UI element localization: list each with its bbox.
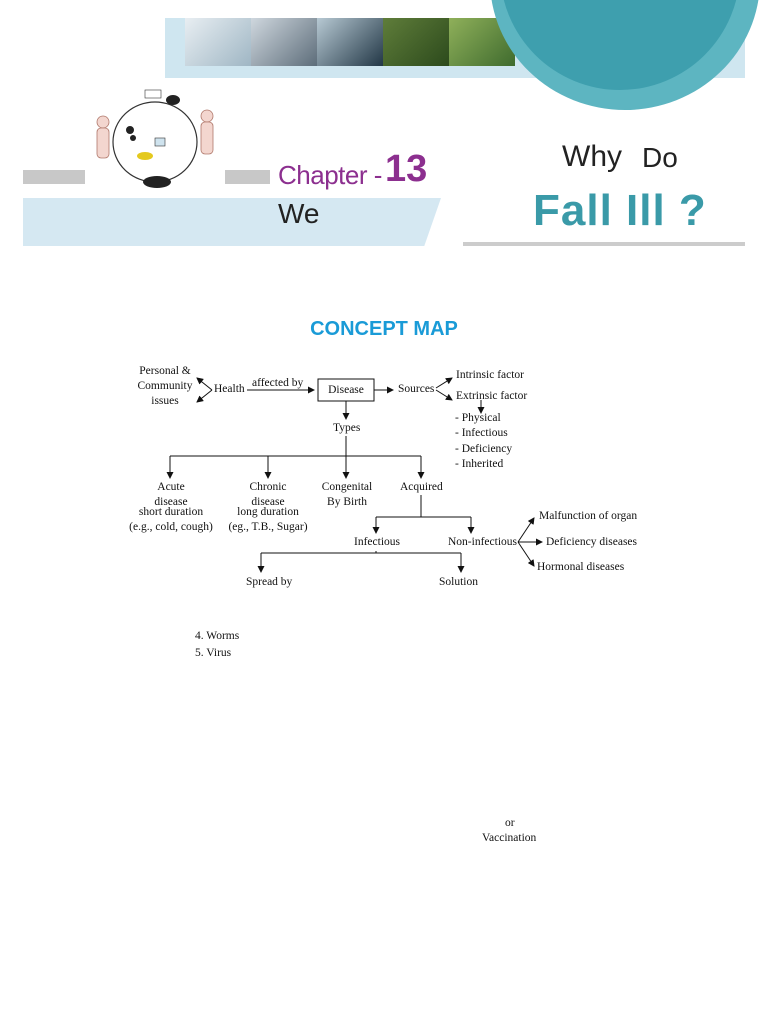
node-infectious: Infectious: [354, 536, 400, 548]
node-intrinsic-factor: Intrinsic factor: [456, 369, 525, 381]
chapter-label: Chapter -: [278, 160, 382, 190]
node-line: disease: [154, 496, 188, 508]
list-item-worms: 4. Worms: [195, 630, 240, 642]
extrinsic-list: - Physical - Infectious - Deficiency - I…: [455, 411, 512, 472]
label-vaccination: Vaccination: [482, 832, 537, 844]
label-affected-by: affected by: [252, 377, 304, 389]
concept-map-title: CONCEPT MAP: [310, 318, 458, 340]
node-congenital: Congenital By Birth: [314, 480, 380, 510]
node-spread-by: Spread by: [246, 576, 293, 588]
node-line: long duration: [237, 506, 299, 518]
node-line: short duration: [138, 506, 204, 518]
node-health: Health: [214, 383, 245, 395]
node-line: (eg., T.B., Sugar): [228, 521, 308, 533]
header-photo-strip: [185, 18, 515, 66]
node-line: Congenital: [321, 481, 373, 493]
list-item: - Physical: [455, 412, 501, 424]
node-disease: Disease: [328, 384, 364, 396]
node-chronic: Chronic disease long duration (eg., T.B.…: [228, 480, 308, 535]
list-item: - Inherited: [455, 457, 504, 470]
list-item: - Deficiency: [455, 442, 513, 455]
title-fall-ill: Fall Ill ?: [533, 186, 707, 235]
title-we: We: [278, 198, 320, 229]
list-item: - Infectious: [455, 427, 508, 440]
node-line: (e.g., cold, cough): [129, 521, 213, 533]
header-grey-bar: [23, 170, 85, 184]
node-types: Types: [333, 422, 361, 434]
chapter-band: [23, 198, 441, 246]
label-or: or: [505, 817, 515, 829]
node-hormonal-diseases: Hormonal diseases: [537, 561, 625, 573]
node-line: issues: [151, 395, 179, 407]
node-solution: Solution: [439, 576, 478, 588]
node-sources: Sources: [398, 383, 435, 395]
node-line: Chronic: [249, 481, 287, 493]
node-personal-community: Personal & Community issues: [128, 364, 202, 409]
node-line: disease: [251, 496, 285, 508]
node-line: Personal &: [139, 365, 191, 377]
disease-cycle-illustration: [85, 82, 225, 194]
chapter-number: 13: [385, 148, 428, 190]
header-grey-bar: [222, 170, 270, 184]
node-acquired: Acquired: [400, 481, 443, 493]
node-line: By Birth: [327, 496, 367, 508]
node-line: Community: [137, 380, 193, 392]
title-rule: [463, 242, 745, 246]
node-malfunction-of-organ: Malfunction of organ: [539, 510, 638, 522]
node-non-infectious: Non-infectious: [448, 536, 517, 548]
title-why: Why: [562, 140, 622, 173]
list-item-virus: 5. Virus: [195, 647, 232, 659]
title-do: Do: [642, 142, 678, 173]
node-line: Acute: [157, 481, 185, 493]
node-acute: Acute disease short duration (e.g., cold…: [118, 480, 224, 535]
node-extrinsic-factor: Extrinsic factor: [456, 390, 528, 402]
node-deficiency-diseases: Deficiency diseases: [546, 536, 638, 548]
